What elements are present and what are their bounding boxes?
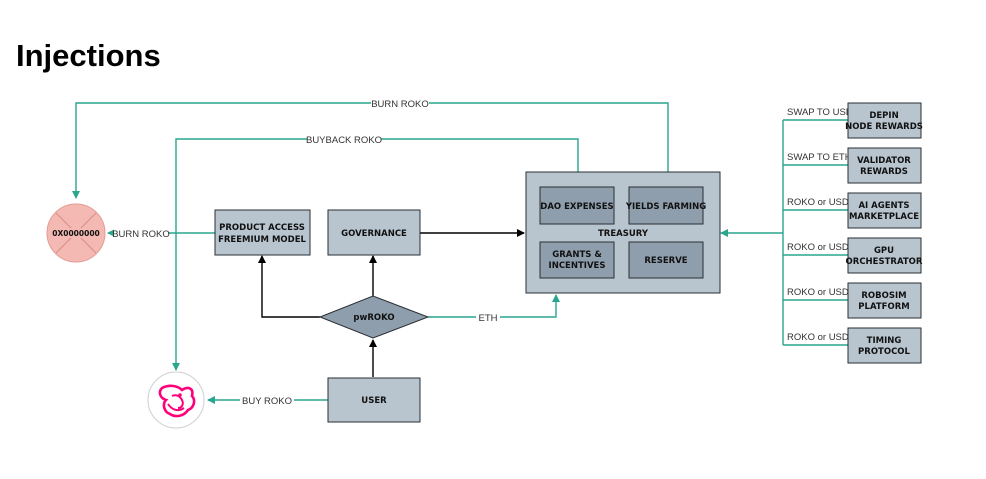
label-swap-eth: SWAP TO ETH [787,152,852,163]
label-burn-roko-top: BURN ROKO [371,99,429,110]
page-title: Injections [16,38,161,73]
timing-line2: PROTOCOL [858,347,910,357]
governance-node: GOVERNANCE [327,209,421,256]
label-swap-usdt: SWAP TO USDT [787,107,859,118]
gpu-line2: ORCHESTRATOR [846,257,923,267]
ai-agents-node: AI AGENTS MARKETPLACE [847,192,922,229]
burn-address-label: 0X0000000 [52,229,100,238]
yields-farming-box [628,186,704,225]
grants-line1: GRANTS & [552,250,602,260]
uniswap-node [147,371,205,429]
label-roko-usd-ai: ROKO or USD [787,197,849,208]
timing-node: TIMING PROTOCOL [847,327,922,364]
depin-line1: DEPIN [869,111,898,121]
depin-line2: NODE REWARDS [845,122,923,132]
user-label: USER [361,396,387,406]
reserve-label: RESERVE [644,256,687,266]
robosim-node: ROBOSIM PLATFORM [847,282,922,319]
validator-line1: VALIDATOR [857,156,911,166]
product-access-line2: FREEMIUM MODEL [218,235,306,245]
reserve-box [628,241,704,279]
label-buy-roko: BUY ROKO [242,396,292,407]
robosim-line1: ROBOSIM [861,291,906,301]
robosim-line2: PLATFORM [858,302,909,312]
edge-eth [428,294,560,318]
dao-expenses-box [539,186,615,225]
label-roko-usd-robosim: ROKO or USD [787,287,849,298]
pwroko-node: pwROKO [318,295,430,339]
product-access-line1: PRODUCT ACCESS [219,223,305,233]
label-burn-roko-left: BURN ROKO [112,229,170,240]
burn-address-node: 0X0000000 [46,203,106,263]
depin-node: DEPIN NODE REWARDS [845,102,923,139]
edge-pwroko-product [258,255,320,318]
governance-label: GOVERNANCE [341,229,407,239]
product-access-node: PRODUCT ACCESS FREEMIUM MODEL [214,209,311,256]
uniswap-unicorn-icon [158,384,196,418]
validator-line2: REWARDS [860,167,908,177]
label-eth: ETH [479,313,498,324]
label-roko-usd-timing: ROKO or USD [787,332,849,343]
grants-box [539,241,615,279]
validator-node: VALIDATOR REWARDS [847,147,922,184]
yields-farming-label: YIELDS FARMING [625,202,706,212]
pwroko-label: pwROKO [353,313,394,323]
label-roko-usd-gpu: ROKO or USD [787,242,849,253]
gpu-node: GPU ORCHESTRATOR [846,237,923,274]
timing-line1: TIMING [867,336,902,346]
treasury-node: DAO EXPENSES YIELDS FARMING TREASURY GRA… [525,171,721,294]
ai-agents-line1: AI AGENTS [858,201,909,211]
label-buyback-roko: BUYBACK ROKO [306,135,382,146]
ai-agents-line2: MARKETPLACE [849,212,919,222]
user-node: USER [327,377,421,423]
gpu-line1: GPU [874,246,894,256]
grants-line2: INCENTIVES [549,261,606,271]
treasury-label: TREASURY [598,229,649,239]
dao-expenses-label: DAO EXPENSES [540,202,613,212]
